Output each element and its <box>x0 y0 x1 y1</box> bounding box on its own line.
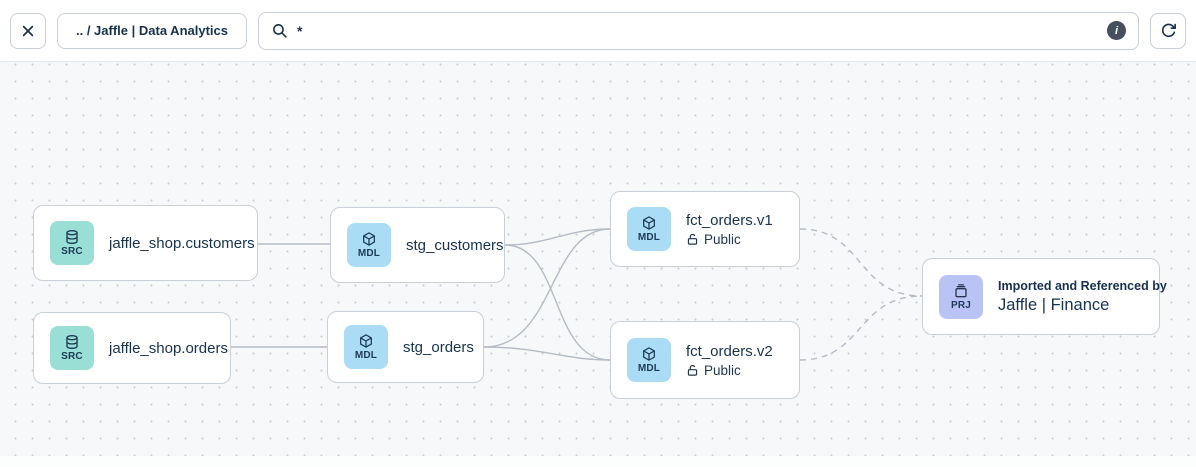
access-label: Public <box>704 362 741 378</box>
node-jaffle_shop-orders[interactable]: SRC jaffle_shop.orders <box>33 312 231 384</box>
node-title: stg_customers <box>406 236 504 254</box>
archive-icon <box>953 283 969 299</box>
node-fct_orders-v2[interactable]: MDL fct_orders.v2 Public <box>610 321 800 399</box>
access-row: Public <box>686 232 773 247</box>
edge-fct_v2-project <box>799 295 923 361</box>
close-button[interactable] <box>10 12 46 49</box>
canvas-bottom-edge <box>0 456 1196 467</box>
source-tile: SRC <box>50 221 94 265</box>
close-icon <box>20 23 36 39</box>
project-title: Jaffle | Finance <box>998 295 1110 314</box>
node-title: jaffle_shop.orders <box>109 339 228 357</box>
node-stg_customers[interactable]: MDL stg_customers <box>330 207 505 283</box>
node-type-badge: SRC <box>61 351 83 362</box>
node-stg_orders[interactable]: MDL stg_orders <box>327 311 484 383</box>
lock-open-icon <box>686 233 699 246</box>
refresh-icon <box>1160 22 1177 39</box>
search-input[interactable] <box>297 22 1098 39</box>
breadcrumb[interactable]: .. / Jaffle | Data Analytics <box>57 12 247 49</box>
node-jaffle_shop-customers[interactable]: SRC jaffle_shop.customers <box>33 205 258 281</box>
node-type-badge: MDL <box>357 248 381 259</box>
lineage-canvas[interactable]: SRC jaffle_shop.customers SRC jaffle_sho… <box>0 62 1196 467</box>
node-project-jaffle-finance[interactable]: PRJ Imported and Referenced by Jaffle | … <box>922 258 1167 335</box>
toolbar: .. / Jaffle | Data Analytics i <box>0 0 1196 62</box>
node-title: fct_orders.v2 <box>686 342 773 360</box>
node-title: stg_orders <box>403 338 474 356</box>
model-tile: MDL <box>627 338 671 382</box>
model-tile: MDL <box>347 223 391 267</box>
edge-stg_customers-fct_v2 <box>504 244 611 361</box>
source-tile: SRC <box>50 326 94 370</box>
cube-icon <box>641 346 657 362</box>
project-tile: PRJ <box>939 274 983 319</box>
refresh-button[interactable] <box>1150 12 1186 49</box>
node-type-badge: MDL <box>637 363 661 374</box>
model-tile: MDL <box>627 207 671 251</box>
search-icon <box>271 22 288 39</box>
node-title: jaffle_shop.customers <box>109 234 255 252</box>
database-icon <box>64 334 80 350</box>
search-bar[interactable]: i <box>258 11 1139 50</box>
edge-fct_v1-project <box>799 228 923 297</box>
project-subtitle: Imported and Referenced by <box>998 278 1167 293</box>
node-type-badge: PRJ <box>950 299 972 311</box>
node-fct_orders-v1[interactable]: MDL fct_orders.v1 Public <box>610 191 800 267</box>
breadcrumb-label: .. / Jaffle | Data Analytics <box>76 23 228 38</box>
lineage-edges <box>231 228 923 361</box>
cube-icon <box>641 215 657 231</box>
cube-icon <box>358 333 374 349</box>
cube-icon <box>361 231 377 247</box>
edge-stg_orders-fct_v2 <box>483 346 611 361</box>
database-icon <box>64 229 80 245</box>
node-type-badge: MDL <box>354 350 378 361</box>
node-type-badge: MDL <box>637 232 661 243</box>
access-label: Public <box>704 231 741 247</box>
info-icon[interactable]: i <box>1107 21 1126 40</box>
node-type-badge: SRC <box>61 246 83 257</box>
lock-open-icon <box>686 364 699 377</box>
edge-stg_orders-fct_v1 <box>483 228 611 348</box>
model-tile: MDL <box>344 325 388 369</box>
access-row: Public <box>686 363 773 378</box>
edge-stg_customers-fct_v1 <box>504 228 611 246</box>
node-title: fct_orders.v1 <box>686 211 773 229</box>
